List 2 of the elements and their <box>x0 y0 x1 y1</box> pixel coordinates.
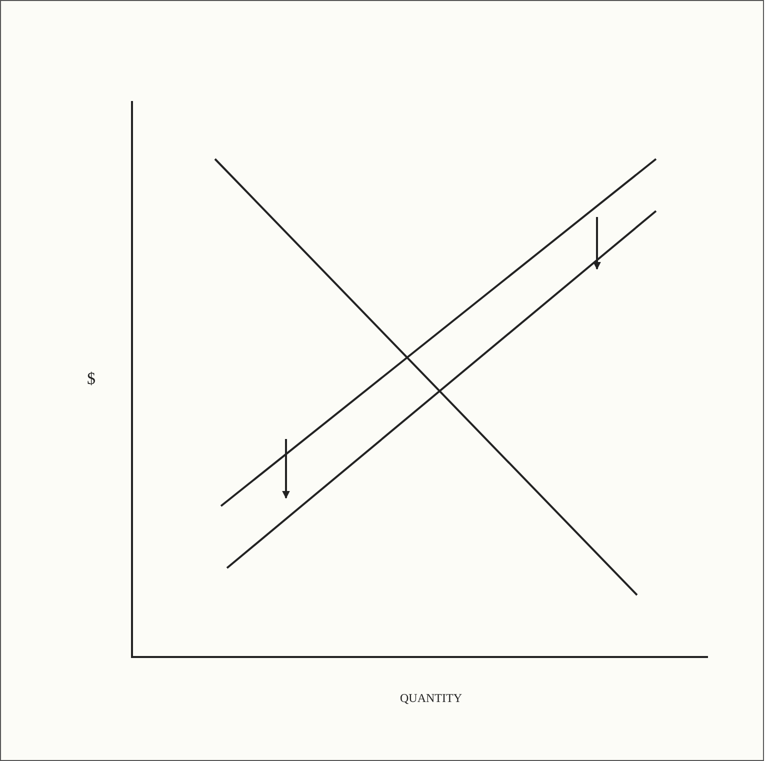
axis-label: QUANTITY <box>400 691 462 706</box>
axis-label: $ <box>87 369 96 389</box>
